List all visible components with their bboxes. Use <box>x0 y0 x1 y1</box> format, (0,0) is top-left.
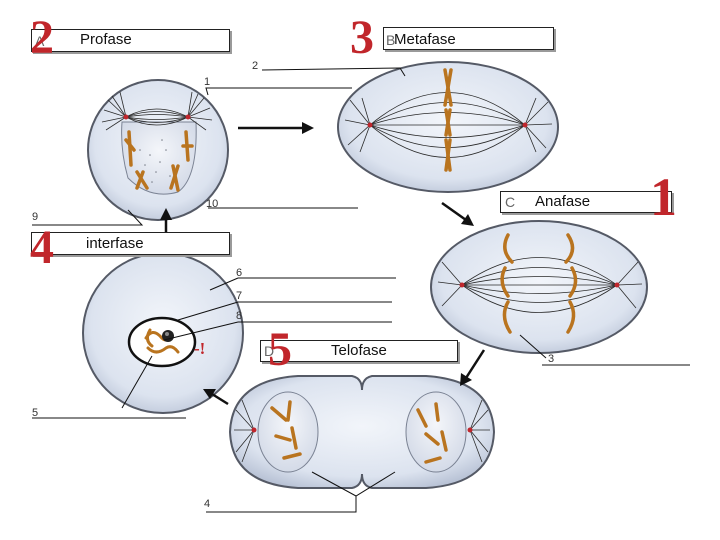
telophase-asters <box>234 399 490 463</box>
metaphase-label-box <box>383 27 554 50</box>
callout-2: 2 <box>252 60 259 72</box>
callout-10: 10 <box>206 198 219 210</box>
metaphase-chromosomes <box>443 68 453 172</box>
telophase-chromosomes <box>270 400 448 464</box>
anaphase-chromosomes <box>500 233 578 334</box>
stray-red-mark: -! <box>194 339 206 358</box>
prophase-spindle <box>101 91 213 131</box>
anaphase-letter: C <box>505 194 516 210</box>
interphase-cell <box>82 252 244 414</box>
telophase-order-number: 5 <box>268 323 292 376</box>
metaphase-order-number: 3 <box>350 11 374 64</box>
transition-arrows <box>160 122 486 406</box>
callout-lines <box>32 67 690 513</box>
prophase-speckles <box>139 139 171 183</box>
callout-9: 9 <box>32 211 39 223</box>
callout-5: 5 <box>32 407 39 419</box>
prophase-label: Profase <box>80 31 132 48</box>
anaphase-label: Anafase <box>535 193 591 210</box>
interphase-label: interfase <box>86 235 144 252</box>
telophase-cells <box>228 375 496 489</box>
callout-4: 4 <box>204 498 211 510</box>
metaphase-letter: B <box>386 32 396 48</box>
prophase-order-number: 2 <box>30 11 54 64</box>
callout-1: 1 <box>204 76 211 88</box>
metaphase-label: Metafase <box>394 31 456 48</box>
anaphase-order-number: 1 <box>650 167 677 227</box>
telophase-letter: D <box>264 343 275 359</box>
metaphase-cell <box>337 61 559 193</box>
prophase-cell <box>87 79 229 221</box>
anaphase-spindle <box>437 257 643 313</box>
interphase-label-box <box>31 232 230 255</box>
prophase-label-box <box>31 29 230 52</box>
callout-6: 6 <box>236 267 243 279</box>
prophase-chromosomes <box>124 130 194 192</box>
callout-7: 7 <box>236 290 243 302</box>
callout-3: 3 <box>548 353 555 365</box>
telophase-label-box <box>260 340 458 362</box>
anaphase-cell <box>430 220 648 354</box>
anaphase-label-box <box>500 191 672 213</box>
prophase-letter: A <box>35 33 45 49</box>
callout-8: 8 <box>236 310 243 322</box>
interphase-order-number: 4 <box>30 221 54 274</box>
telophase-label: Telofase <box>331 342 387 359</box>
